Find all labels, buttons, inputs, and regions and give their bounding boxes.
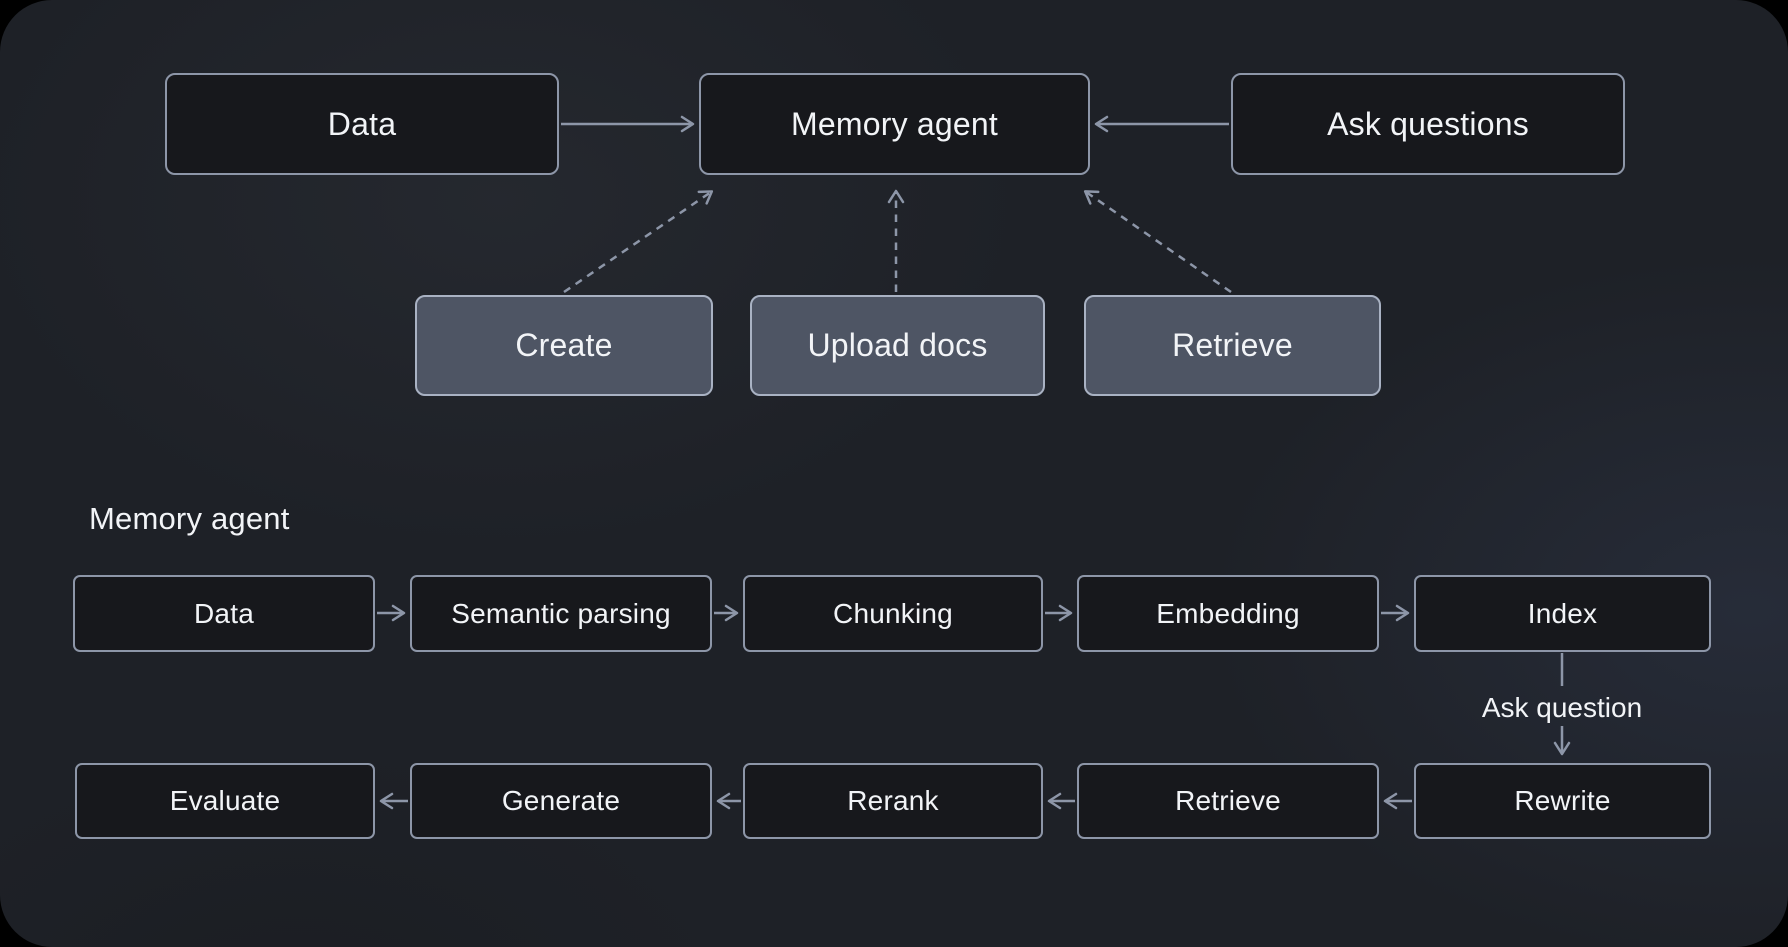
pipeline-node-retrieve: Retrieve bbox=[1077, 763, 1379, 839]
pipeline-node-semantic-parsing: Semantic parsing bbox=[410, 575, 712, 652]
pipeline-node-embedding: Embedding bbox=[1077, 575, 1379, 652]
node-memory-agent: Memory agent bbox=[699, 73, 1090, 175]
dashed-arrow-create-to-memory-agent bbox=[563, 190, 714, 294]
node-create-action: Create bbox=[415, 295, 713, 396]
node-data-source: Data bbox=[165, 73, 559, 175]
node-ask-questions: Ask questions bbox=[1231, 73, 1625, 175]
pipeline-node-generate: Generate bbox=[410, 763, 712, 839]
pipeline-node-evaluate: Evaluate bbox=[75, 763, 375, 839]
pipeline-node-chunking: Chunking bbox=[743, 575, 1043, 652]
pipeline-node-rewrite: Rewrite bbox=[1414, 763, 1711, 839]
node-retrieve-action: Retrieve bbox=[1084, 295, 1381, 396]
label-ask-question: Ask question bbox=[1481, 692, 1643, 723]
pipeline-node-rerank: Rerank bbox=[743, 763, 1043, 839]
pipeline-node-index: Index bbox=[1414, 575, 1711, 652]
pipeline-node-data: Data bbox=[73, 575, 375, 652]
node-upload-docs-action: Upload docs bbox=[750, 295, 1045, 396]
section-label-memory-agent: Memory agent bbox=[89, 501, 290, 536]
dashed-arrow-retrieve-to-memory-agent bbox=[1083, 190, 1232, 294]
